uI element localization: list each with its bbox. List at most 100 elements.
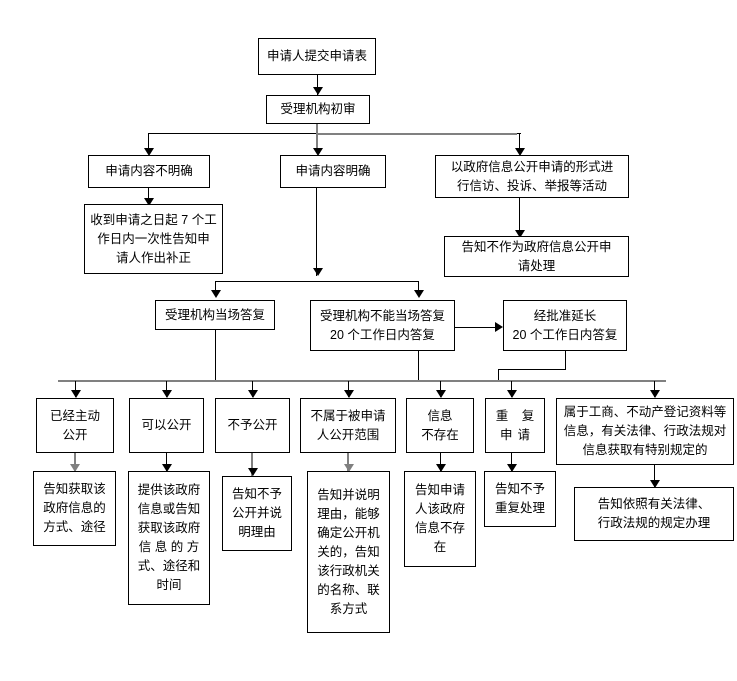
connector-bus-col2 [166,381,167,397]
connector-col4-result [347,453,349,471]
node-line: 在 [433,540,447,554]
node-business-realestate-special-rules[interactable]: 属于工商、不动产登记资料等 信息，有关法律、行政法规对 信息获取有特别规定的 [556,398,734,465]
result-handle-per-laws-and-regulations[interactable]: 告知依照有关法律、 行政法规的规定办理 [574,487,734,541]
node-line: 可以公开 [141,418,192,432]
node-line: 告知依照有关法律、 [597,497,711,511]
node-line: 时间 [156,578,182,592]
node-application-clear[interactable]: 申请内容明确 [280,155,386,188]
node-line: 告知不予 [231,487,282,501]
node-agency-answers-on-site[interactable]: 受理机构当场答复 [155,300,275,330]
node-line: 收到申请之日起 7 个工 [90,212,217,227]
node-notify-supplement-within-7-days[interactable]: 收到申请之日起 7 个工 作日内一次性告知申 请人作出补正 [84,204,223,274]
node-line: 公开 [62,427,88,442]
node-line: 系方式 [329,601,368,616]
connector-notonsite-down [418,351,419,380]
connector-unclear-to-correct [148,188,149,204]
node-line: 请处理 [517,258,556,273]
connector-visit-to-notasgov [519,198,520,236]
connector-bus-col7 [654,381,655,397]
node-line: 信息，有关法律、行政法规对 [563,424,727,438]
node-information-does-not-exist[interactable]: 信息 不存在 [406,398,474,453]
node-repeated-application[interactable]: 重 复 申请 [485,398,545,453]
node-line: 不属于被申请 [310,408,386,423]
connector-bus-col6 [511,381,512,397]
arrowhead-notonsite-to-extend [495,322,503,332]
node-line: 获取该政府 [137,521,201,535]
bus-row3 [215,281,418,282]
connector-col3-result [251,453,253,476]
result-notify-applicant-info-not-exist[interactable]: 告知申请 人该政府 信息不存 在 [404,471,476,567]
node-notify-not-handled-as-disclosure[interactable]: 告知不作为政府信息公开申 请处理 [444,236,629,277]
node-line: 20 个工作日内答复 [330,327,435,342]
bus-row2-right [317,133,517,135]
node-line: 政府信息的 [43,501,106,515]
node-not-disclosed[interactable]: 不予公开 [215,398,290,453]
arrowhead-bus-col4 [344,390,354,398]
connector-clear-down [316,188,317,276]
arrowhead-bus-col6 [507,390,517,398]
node-line: 信息 [427,408,453,423]
node-line: 信 息 的 方 [138,540,200,554]
node-line: 信息不存 [414,521,465,535]
arrowhead-bus-col1 [71,390,81,398]
node-already-proactively-disclosed[interactable]: 已经主动 公开 [36,398,114,453]
result-tell-access-method-and-channel[interactable]: 告知获取该 政府信息的 方式、途径 [33,471,116,546]
node-agency-cannot-answer-on-site[interactable]: 受理机构不能当场答复 20 个工作日内答复 [310,300,455,351]
connector-submit-to-review [317,75,318,95]
node-approved-extension[interactable]: 经批准延长 20 个工作日内答复 [503,300,627,351]
node-line: 申请人提交申请表 [266,49,367,63]
connector-col1-result [74,453,76,471]
node-line: 行信访、投诉、举报等活动 [456,178,607,193]
node-outside-respondent-scope[interactable]: 不属于被申请 人公开范围 [300,398,396,453]
connector-col7-result [654,465,655,487]
node-line: 受理机构当场答复 [164,307,265,322]
node-line: 告知并说明 [317,487,380,502]
result-notify-no-duplicate-processing[interactable]: 告知不予 重复处理 [484,471,556,527]
arrowhead-to-clear [313,148,323,156]
connector-extend-down [565,351,566,369]
connector-extend-join [498,369,499,380]
node-line: 请人作出补正 [115,250,191,265]
node-line: 信息或告知 [137,502,201,516]
node-line: 申请内容明确 [295,164,371,178]
arrowhead-col2-result [162,464,172,472]
node-line: 式、途径和 [137,559,201,573]
result-explain-and-identify-competent-agency[interactable]: 告知并说明 理由，能够 确定公开机 关的，告知 该行政机关 的名称、联 系方式 [307,471,390,633]
node-line: 告知获取该 [43,482,106,496]
arrowhead-to-visit [515,148,525,156]
arrowhead-visit-to-notasgov [515,230,525,238]
node-line: 受理机构初审 [280,102,356,116]
result-notify-refusal-with-reason[interactable]: 告知不予 公开并说 明理由 [222,476,292,551]
arrowhead-col1-result [70,464,80,472]
node-line: 告知不作为政府信息公开申 [461,239,612,254]
node-line: 该行政机关 [317,563,380,578]
arrowhead-col5-result [436,464,446,472]
arrowhead-bus-col3 [248,390,258,398]
node-filed-as-petition-complaint-report[interactable]: 以政府信息公开申请的形式进 行信访、投诉、举报等活动 [435,155,629,198]
node-line: 方式、途径 [43,520,106,534]
node-application-unclear[interactable]: 申请内容不明确 [88,155,210,188]
arrowhead-col7-result [650,480,660,488]
arrowhead-col6-result [507,464,517,472]
node-agency-initial-review[interactable]: 受理机构初审 [266,95,370,124]
node-line: 申请 [499,427,535,442]
connector-to-clear [316,133,318,151]
node-line: 公开并说 [231,506,282,520]
connector-bus-col4 [348,381,349,397]
connector-to-notonsite [418,281,419,293]
result-provide-info-or-tell-method-channel-time[interactable]: 提供该政府 信息或告知 获取该政府 信 息 的 方 式、途径和 时间 [128,471,210,605]
node-applicant-submits-form[interactable]: 申请人提交申请表 [258,38,376,75]
node-may-be-disclosed[interactable]: 可以公开 [129,398,204,453]
bus-bottom-main [58,380,666,382]
arrowhead-bus-col7 [650,390,660,398]
node-line: 告知申请 [414,483,465,497]
node-line: 告知不予 [494,482,545,496]
connector-extend-left [498,369,566,370]
node-line: 关的，告知 [317,544,380,559]
bus-row2-left [148,133,318,134]
node-line: 重 复 [495,408,540,423]
node-line: 以政府信息公开申请的形式进 [450,159,614,174]
connector-bus-col3 [252,381,253,397]
node-line: 不存在 [421,427,459,442]
